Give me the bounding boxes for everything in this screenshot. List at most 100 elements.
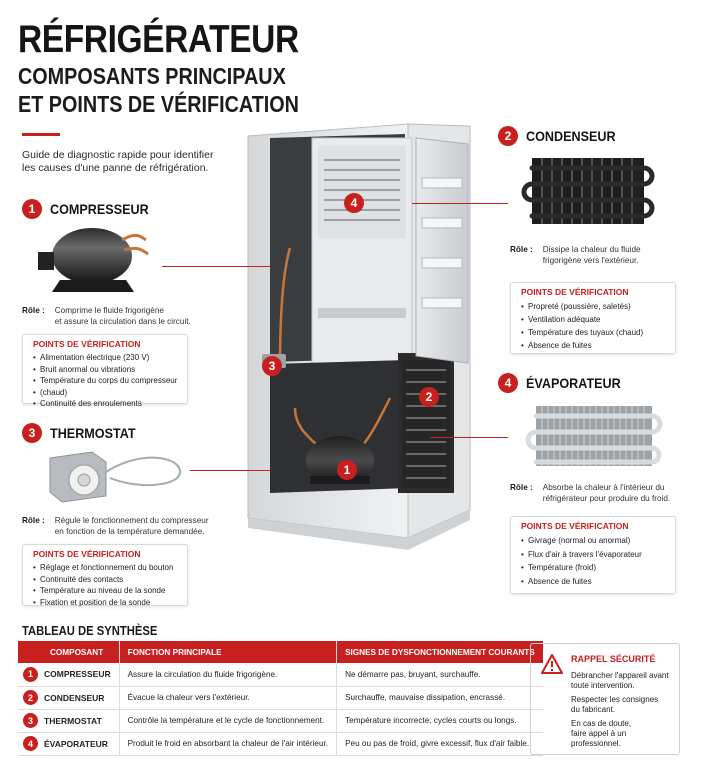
role-line-1: Comprime le fluide frigorigène (54, 306, 164, 315)
condenser-coil (402, 360, 450, 488)
section-title: CONDENSEUR (526, 128, 616, 144)
check-item: Givrage (normal ou anormal) (521, 534, 667, 548)
check-item: Réglage et fonctionnement du bouton (33, 562, 179, 574)
diagram-marker-3: 3 (262, 356, 282, 376)
evaporator-coil (324, 159, 400, 221)
section-title: ÉVAPORATEUR (526, 375, 621, 391)
checkpoints-heading: POINTS DE VÉRIFICATION (521, 521, 629, 531)
check-item: Flux d'air à travers l'évaporateur (521, 548, 667, 562)
section-condenseur: 2 CONDENSEUR (498, 126, 626, 146)
role-label: Rôle : (22, 306, 45, 315)
row-number: 2 (23, 690, 38, 705)
row-component: CONDENSEUR (38, 686, 120, 710)
table-row: 1 COMPRESSEUR Assure la circulation du f… (18, 663, 543, 687)
row-function: Contrôle la température et le cycle de f… (118, 709, 337, 733)
check-item: Absence de fuites (521, 339, 667, 352)
check-item: Absence de fuites (521, 575, 667, 589)
check-item: Température (froid) (521, 561, 667, 575)
check-item: Continuité des enroulements (33, 398, 179, 410)
check-item: Température du corps du compresseur (33, 375, 179, 387)
intro-text: Guide de diagnostic rapide pour identifi… (22, 149, 222, 175)
row-signs: Température incorrecte, cycles courts ou… (336, 709, 543, 733)
checkpoints-thermostat: POINTS DE VÉRIFICATION Réglage et foncti… (22, 544, 188, 608)
row-signs: Peu ou pas de froid, givre excessif, flu… (336, 732, 543, 756)
col-signes: SIGNES DE DYSFONCTIONNEMENT COURANTS (336, 641, 543, 663)
leader-thermostat (190, 470, 270, 471)
role-label: Rôle : (510, 483, 533, 492)
diagram-marker-2: 2 (419, 387, 439, 407)
section-number: 4 (498, 373, 518, 393)
title-underline (22, 133, 60, 136)
checkpoints-heading: POINTS DE VÉRIFICATION (33, 549, 141, 559)
safety-point-3: En cas de doute,faire appel à un profess… (571, 719, 632, 748)
safety-title: RAPPEL SÉCURITÉ (571, 654, 656, 664)
summary-table: COMPOSANT FONCTION PRINCIPALE SIGNES DE … (18, 641, 543, 756)
check-item: Alimentation électrique (230 V) (33, 352, 179, 364)
row-number: 4 (23, 736, 38, 751)
check-item: Température des tuyaux (chaud) (521, 326, 667, 339)
row-signs: Surchauffe, mauvaise dissipation, encras… (336, 686, 543, 710)
compressor-illustration (38, 228, 149, 292)
page-subtitle-line1: COMPOSANTS PRINCIPAUX (18, 63, 286, 89)
leader-compresseur (162, 266, 270, 267)
check-item-continued: (chaud) (33, 387, 179, 399)
role-label: Rôle : (510, 245, 533, 254)
role-line-2: en fonction de la température demandée. (54, 526, 205, 536)
section-thermostat: 3 THERMOSTAT (22, 423, 145, 443)
fridge-compressor (306, 436, 374, 484)
check-item: Ventilation adéquate (521, 313, 667, 326)
intro-line-1: Guide de diagnostic rapide pour identifi… (22, 149, 214, 161)
check-item: Propreté (poussière, saletés) (521, 300, 667, 313)
section-number: 2 (498, 126, 518, 146)
diagram-marker-1: 1 (337, 460, 357, 480)
section-title: COMPRESSEUR (50, 201, 149, 217)
table-row: 4 ÉVAPORATEUR Produit le froid en absorb… (18, 732, 543, 756)
row-component: THERMOSTAT (38, 709, 120, 733)
leader-condenseur (412, 203, 508, 204)
role-label: Rôle : (22, 516, 45, 525)
page-title: RÉFRIGÉRATEUR (18, 18, 299, 61)
summary-title: TABLEAU DE SYNTHÈSE (22, 624, 158, 638)
check-item: Continuité des contacts (33, 574, 179, 586)
section-compresseur: 1 COMPRESSEUR (22, 199, 160, 219)
check-item: Température au niveau de la sonde (33, 585, 179, 597)
checkpoints-heading: POINTS DE VÉRIFICATION (521, 287, 629, 297)
role-line-1: Absorbe la chaleur à l'intérieur du (542, 483, 665, 492)
role-thermostat: Rôle : Régule le fonctionnement du compr… (22, 516, 209, 537)
role-condenseur: Rôle : Dissipe la chaleur du fluide frig… (510, 245, 641, 266)
checkpoints-heading: POINTS DE VÉRIFICATION (33, 339, 141, 349)
page-subtitle-line2: ET POINTS DE VÉRIFICATION (18, 91, 299, 117)
role-line-1: Régule le fonctionnement du compresseur (54, 516, 209, 525)
row-function: Produit le froid en absorbant la chaleur… (118, 732, 337, 756)
table-row: 2 CONDENSEUR Évacue la chaleur vers l'ex… (18, 686, 543, 710)
checkpoints-condenseur: POINTS DE VÉRIFICATION Propreté (poussiè… (510, 282, 676, 354)
section-title: THERMOSTAT (50, 425, 136, 441)
role-line-2: réfrigérateur pour produire du froid. (542, 493, 671, 503)
safety-reminder: RAPPEL SÉCURITÉ Débrancher l'appareil av… (530, 643, 680, 755)
row-number: 1 (23, 666, 38, 682)
role-compresseur: Rôle : Comprime le fluide frigorigène et… (22, 306, 191, 327)
section-number: 1 (22, 199, 42, 219)
warning-icon (541, 654, 563, 674)
row-component: COMPRESSEUR (38, 663, 120, 687)
role-line-2: et assure la circulation dans le circuit… (54, 316, 191, 326)
row-number: 3 (23, 713, 38, 728)
diagram-marker-4: 4 (344, 193, 364, 213)
fridge-cutaway-diagram (247, 123, 471, 550)
role-line-1: Dissipe la chaleur du fluide (542, 245, 641, 254)
row-component: ÉVAPORATEUR (38, 732, 120, 756)
role-line-2: frigorigène vers l'extérieur. (542, 255, 639, 265)
thermostat-illustration (49, 451, 182, 503)
row-function: Assure la circulation du fluide frigorig… (118, 663, 337, 687)
col-fonction: FONCTION PRINCIPALE (118, 641, 337, 663)
intro-line-2: les causes d'une panne de réfrigération. (22, 162, 209, 174)
checkpoints-evaporateur: POINTS DE VÉRIFICATION Givrage (normal o… (510, 516, 676, 594)
leader-evaporateur (430, 437, 508, 438)
condenser-illustration (521, 158, 655, 224)
summary-header-row: COMPOSANT FONCTION PRINCIPALE SIGNES DE … (18, 641, 543, 663)
checkpoints-compresseur: POINTS DE VÉRIFICATION Alimentation élec… (22, 334, 188, 409)
col-composant: COMPOSANT (18, 641, 120, 663)
section-evaporateur: 4 ÉVAPORATEUR (498, 373, 631, 393)
evaporator-illustration (525, 406, 663, 466)
